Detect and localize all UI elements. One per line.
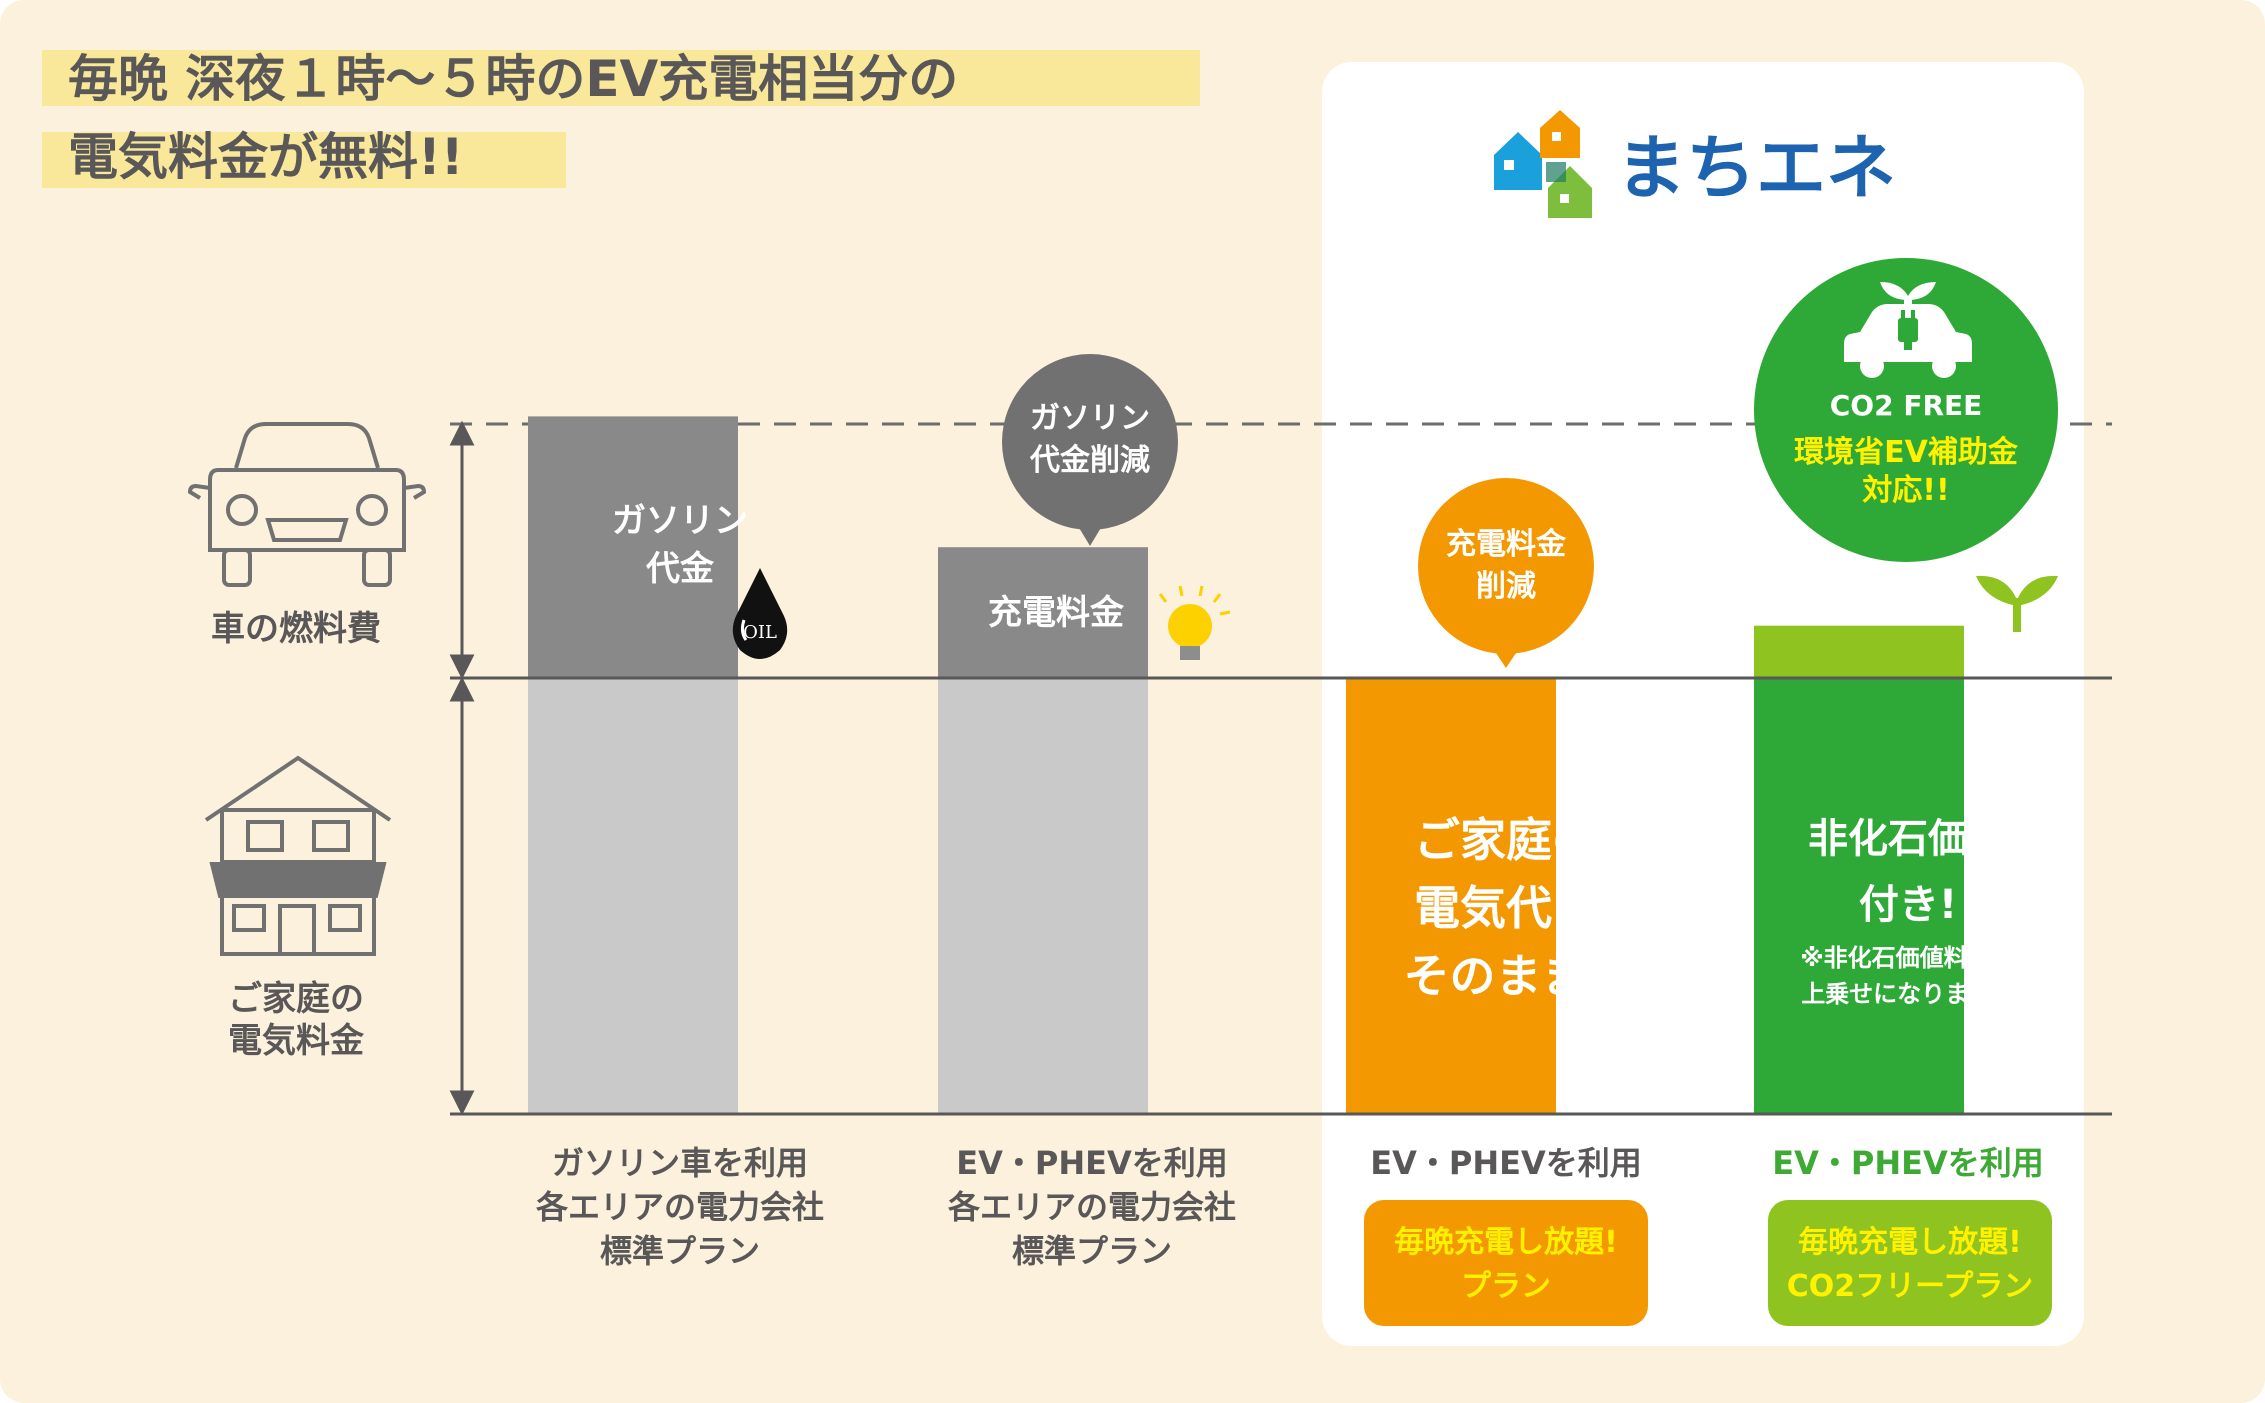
headline-line-2: 電気料金が無料!!	[68, 128, 464, 186]
fuel-range-arrow	[449, 420, 475, 680]
orange-plan-line-1: 毎晩充電し放題!	[1394, 1225, 1618, 1260]
brand-name: まちエネ	[1616, 127, 1896, 209]
subsidy-line-1: 環境省EV補助金	[1794, 435, 2019, 470]
bar-car-fuel-4	[1754, 625, 1964, 678]
gasoline-bar-label-2: 代金	[645, 549, 715, 589]
non-fossil-mark: ※	[2040, 808, 2058, 829]
caption-col2-line-3: 標準プラン	[1012, 1232, 1172, 1270]
orange-plan-badge	[1364, 1200, 1648, 1326]
bar-car-fuel-2	[938, 547, 1148, 678]
home-same-line-2: 電気代は	[1414, 881, 1598, 935]
label-home-electric-2: 電気料金	[228, 1021, 365, 1061]
machiene-logo	[1494, 110, 1592, 218]
oil-drop-icon	[732, 568, 788, 659]
co2-free-text: CO2 FREE	[1830, 389, 1983, 422]
charge-reduce-line-2: 削減	[1476, 569, 1536, 604]
plug-icon	[1898, 310, 1918, 350]
headline-line-1: 毎晩 深夜１時〜５時のEV充電相当分の	[68, 50, 958, 108]
non-fossil-note-1: ※非化石価値料金が	[1800, 944, 2015, 972]
bar-home-electric-3	[1346, 678, 1556, 1114]
caption-col2-line-1: EV・PHEVを利用	[956, 1144, 1228, 1182]
charge-reduce-line-1: 充電料金	[1446, 527, 1567, 562]
gas-reduce-bubble	[1002, 354, 1178, 546]
green-plan-badge	[1768, 1200, 2052, 1326]
green-plan-line-2: CO2フリープラン	[1787, 1269, 2034, 1304]
bar-home-electric-2	[938, 678, 1148, 1114]
gasoline-bar-label-1: ガソリン	[612, 501, 748, 541]
lightbulb-icon	[1158, 585, 1231, 660]
bar-home-electric-1	[528, 678, 738, 1114]
label-home-electric-1: ご家庭の	[228, 979, 364, 1019]
caption-col1-line-3: 標準プラン	[600, 1232, 760, 1270]
orange-plan-line-2: プラン	[1461, 1269, 1551, 1304]
car-icon	[187, 422, 427, 587]
oil-badge-text: OIL	[743, 622, 777, 643]
electric-range-arrow	[449, 676, 475, 1116]
non-fossil-line-1: 非化石価値	[1808, 816, 2008, 862]
headline-highlight-2	[42, 132, 566, 188]
home-same-line-3: そのまま!	[1404, 949, 1609, 1003]
gas-reduce-line-2: 代金削減	[1029, 443, 1150, 478]
caption-col2-line-2: 各エリアの電力会社	[948, 1188, 1236, 1226]
caption-col1-line-1: ガソリン車を利用	[552, 1144, 808, 1182]
non-fossil-note-2: 上乗せになります。	[1801, 980, 2015, 1008]
co2-free-badge	[1754, 258, 2058, 562]
charge-bar-label: 充電料金	[988, 593, 1125, 633]
gas-reduce-line-1: ガソリン	[1030, 401, 1150, 436]
bar-group	[528, 416, 1964, 1114]
green-plan-line-1: 毎晩充電し放題!	[1798, 1225, 2022, 1260]
subsidy-line-2: 対応!!	[1862, 473, 1949, 508]
caption-col4-line-1: EV・PHEVを利用	[1772, 1144, 2044, 1182]
bar-car-fuel-1	[528, 416, 738, 678]
label-car-fuel: 車の燃料費	[211, 609, 381, 649]
home-same-line-1: ご家庭の	[1414, 813, 1598, 867]
sprout-icon	[1976, 575, 2058, 632]
bar-home-electric-4	[1754, 678, 1964, 1114]
caption-col1-line-2: 各エリアの電力会社	[536, 1188, 824, 1226]
caption-col3-line-1: EV・PHEVを利用	[1370, 1144, 1642, 1182]
headline-highlight-1	[42, 50, 1200, 106]
non-fossil-line-2: 付き!	[1859, 882, 1957, 928]
house-icon	[204, 755, 392, 956]
charge-reduce-bubble	[1418, 478, 1594, 668]
